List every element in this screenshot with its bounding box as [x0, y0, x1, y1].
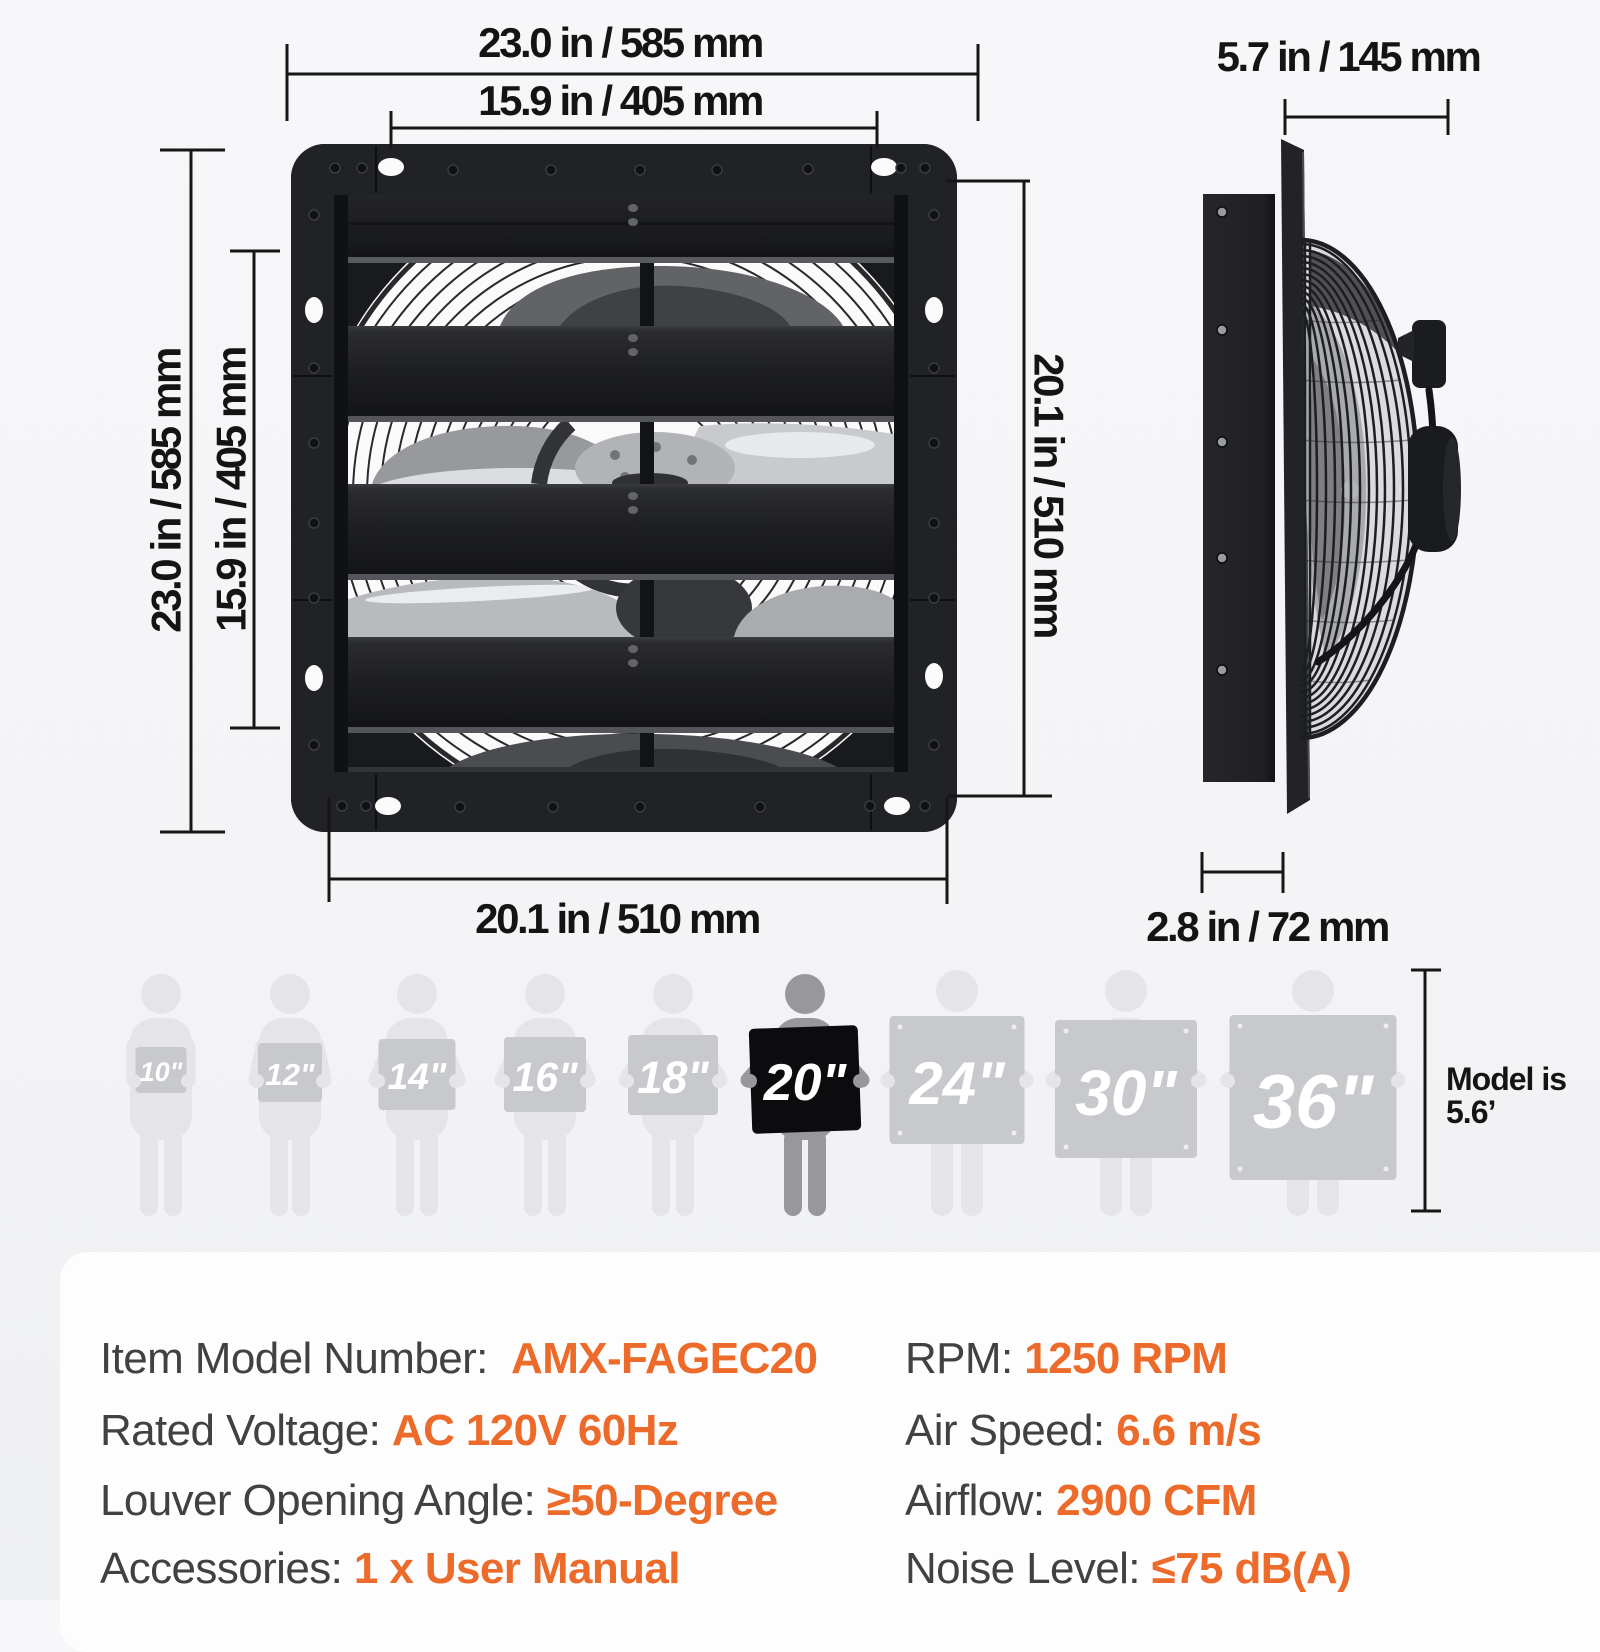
svg-text:5.7 in / 145 mm: 5.7 in / 145 mm — [1217, 33, 1480, 80]
svg-text:2.8 in / 72 mm: 2.8 in / 72 mm — [1146, 903, 1388, 950]
svg-text:14": 14" — [388, 1056, 447, 1097]
svg-text:12": 12" — [265, 1057, 315, 1092]
svg-text:10": 10" — [140, 1057, 184, 1087]
svg-text:24": 24" — [908, 1050, 1006, 1117]
svg-text:23.0 in / 585 mm: 23.0 in / 585 mm — [478, 19, 762, 66]
svg-text:18": 18" — [637, 1052, 709, 1103]
svg-text:15.9 in / 405 mm: 15.9 in / 405 mm — [208, 348, 255, 632]
svg-text:5.6’: 5.6’ — [1446, 1094, 1495, 1130]
svg-text:23.0 in / 585 mm: 23.0 in / 585 mm — [143, 349, 190, 633]
svg-text:20": 20" — [763, 1054, 848, 1112]
svg-text:30": 30" — [1075, 1057, 1177, 1129]
svg-text:15.9 in / 405 mm: 15.9 in / 405 mm — [478, 77, 762, 124]
svg-text:Model is: Model is — [1446, 1061, 1566, 1097]
svg-text:16": 16" — [512, 1054, 578, 1100]
svg-text:20.1 in / 510 mm: 20.1 in / 510 mm — [1026, 353, 1073, 637]
svg-text:20.1 in / 510 mm: 20.1 in / 510 mm — [475, 895, 759, 942]
svg-text:36": 36" — [1253, 1060, 1375, 1145]
